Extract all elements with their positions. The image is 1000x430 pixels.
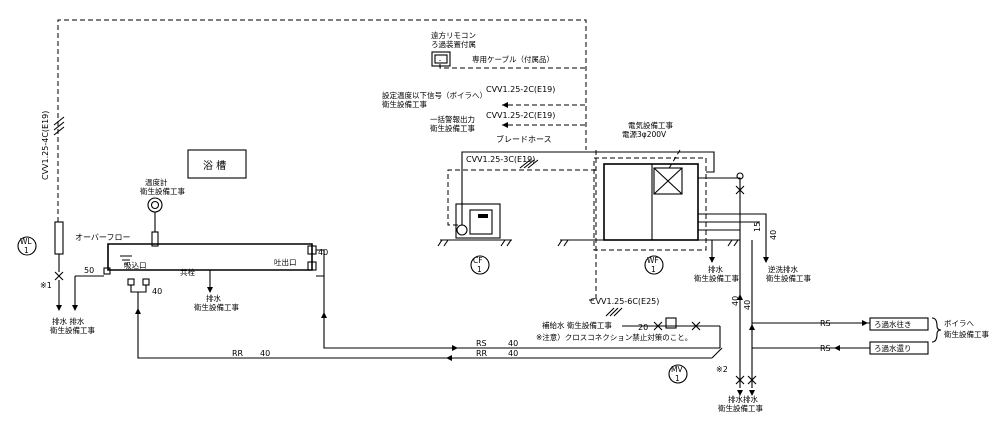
wl-tag-circle <box>17 236 37 256</box>
common-valve-label: 共栓 <box>180 267 195 277</box>
dim-40-main-b: 40 <box>743 300 752 310</box>
dim-40-discharge: 40 <box>318 248 328 257</box>
drain-bottom-label-2: 衛生設備工事 <box>718 403 763 413</box>
cvv-2c-a-label: CVV1.25-2C(E19) <box>486 85 555 94</box>
drain-left-label-2: 衛生設備工事 <box>50 325 95 335</box>
water-level-gauge: ※1 WL 1 <box>17 221 64 290</box>
discharge-label: 吐出口 <box>274 257 297 267</box>
drain-mid-label-1: 排水 <box>206 293 221 303</box>
dim-40-backwash: 40 <box>769 230 778 240</box>
note-2: ※2 <box>716 365 728 374</box>
temp-signal-label-2: 衛生設備工事 <box>382 99 427 109</box>
cross-connection-note: ※注意）クロスコネクション禁止対策のこと。 <box>536 332 692 342</box>
dim-15: 15 <box>753 222 762 232</box>
wf-tag-num: 1 <box>651 265 656 274</box>
mv-tag-num: 1 <box>675 374 680 383</box>
filtered-return-label: ろ過水還り <box>874 343 912 353</box>
filtered-out-label: ろ過水往き <box>874 319 912 329</box>
drain-wf-label-1: 排水 <box>708 264 723 274</box>
bath-title: 浴 槽 <box>203 159 226 172</box>
cvv-4c-label: CVV1.25-4C(E19) <box>41 111 50 180</box>
thermometer: 温度計 衛生設備工事 <box>140 177 185 247</box>
alarm-label-1: 一括警報出力 <box>430 114 475 124</box>
wire-slash-3c <box>519 159 539 169</box>
wl-tag-num: 1 <box>24 246 29 255</box>
elec-label-2: 電源3φ200V <box>622 130 667 139</box>
suction-piping: 40 RR 40 RR 40 <box>130 285 712 361</box>
dim-40-rr-mid: 40 <box>508 349 518 358</box>
overflow-label: オーバーフロー <box>75 233 130 242</box>
dim-40-suction: 40 <box>152 287 162 296</box>
dim-40-main-a: 40 <box>731 296 740 306</box>
backwash-label-2: 衛生設備工事 <box>766 273 811 283</box>
thermometer-label-1: 温度計 <box>145 177 168 187</box>
filter-unit: WF 1 排水 衛生設備工事 15 40 逆洗排水 衛生設備工事 <box>557 157 811 283</box>
alarm-label-2: 衛生設備工事 <box>430 123 475 133</box>
remote-label-line1: 遠方リモコン <box>431 30 476 40</box>
note-1: ※1 <box>40 281 52 290</box>
main-valve-area: 40 40 排水排水 衛生設備工事 ※2 MV 1 <box>668 240 870 413</box>
rs-label-mid: RS <box>476 339 487 348</box>
cf-tag-circle <box>470 255 490 275</box>
mv-tag-circle <box>668 364 688 384</box>
boiler-label-1: ボイラへ <box>944 319 974 328</box>
drain-bottom-label-1: 排水排水 <box>728 394 758 404</box>
suction-label: 吸込口 <box>124 261 147 270</box>
wl-tag: WL <box>20 237 32 246</box>
mid-drain: 排水 衛生設備工事 <box>194 270 239 312</box>
braided-hose-label: ブレードホース <box>496 134 552 144</box>
rs-label-right: RS <box>820 319 831 328</box>
cf-tag: CF <box>473 256 483 265</box>
wire-slash-4c <box>53 116 65 136</box>
boiler-label-2: 衛生設備工事 <box>944 329 989 339</box>
dedicated-cable-label: 専用ケーブル（付属品） <box>472 54 554 64</box>
dim-50: 50 <box>84 266 94 275</box>
rr-label-right: RS <box>820 344 831 353</box>
backwash-label-1: 逆洗排水 <box>768 264 798 274</box>
wf-tag: WF <box>647 256 659 265</box>
dim-40-rs-mid: 40 <box>508 339 518 348</box>
control-wiring <box>57 19 681 301</box>
circulation-pump: CF 1 <box>437 151 715 275</box>
mv-tag: MV <box>671 365 683 374</box>
drain-left-label-1: 排水 排水 <box>52 316 85 326</box>
cvv-2c-b-label: CVV1.25-2C(E19) <box>486 111 555 120</box>
wf-tag-circle <box>644 255 664 275</box>
makeup-water-label: 補給水 衛生設備工事 <box>542 320 612 330</box>
drain-wf-label-2: 衛生設備工事 <box>694 273 739 283</box>
drain-mid-label-2: 衛生設備工事 <box>194 302 239 312</box>
boiler-connection: RS RS ろ過水往き ろ過水還り ボイラへ 衛生設備工事 <box>820 317 989 355</box>
cf-tag-num: 1 <box>477 265 482 274</box>
dim-20: 20 <box>638 323 648 332</box>
temp-signal-label-1: 設定温度以下信号（ボイラへ） <box>382 90 487 100</box>
signal-labels: CVV1.25-2C(E19) 設定温度以下信号（ボイラへ） 衛生設備工事 CV… <box>382 85 673 164</box>
remote-label-line2: ろ過装置付属 <box>431 39 476 49</box>
rr-label-left: RR <box>232 349 244 358</box>
return-piping: 40 RS 40 <box>316 248 720 351</box>
thermometer-label-2: 衛生設備工事 <box>140 186 185 196</box>
dim-40-rr-left: 40 <box>260 349 270 358</box>
rr-label-mid: RR <box>476 349 488 358</box>
remote-controller: 遠方リモコン ろ過装置付属 専用ケーブル（付属品） <box>431 30 554 67</box>
bath-label-box: 浴 槽 <box>187 149 247 179</box>
cvv-3c-label: CVV1.25-3C(E19) <box>466 155 535 164</box>
bath-tank: オーバーフロー 吸込口 吐出口 共栓 <box>75 233 317 286</box>
left-drains: 50 排水 排水 衛生設備工事 <box>50 266 104 335</box>
cvv-6c-label: CVV1.25-6C(E25) <box>590 297 659 306</box>
makeup-water-line: CVV1.25-6C(E25) 補給水 衛生設備工事 20 ※注意）クロスコネク… <box>536 297 721 348</box>
elec-label-1: 電気設備工事 <box>628 120 673 130</box>
